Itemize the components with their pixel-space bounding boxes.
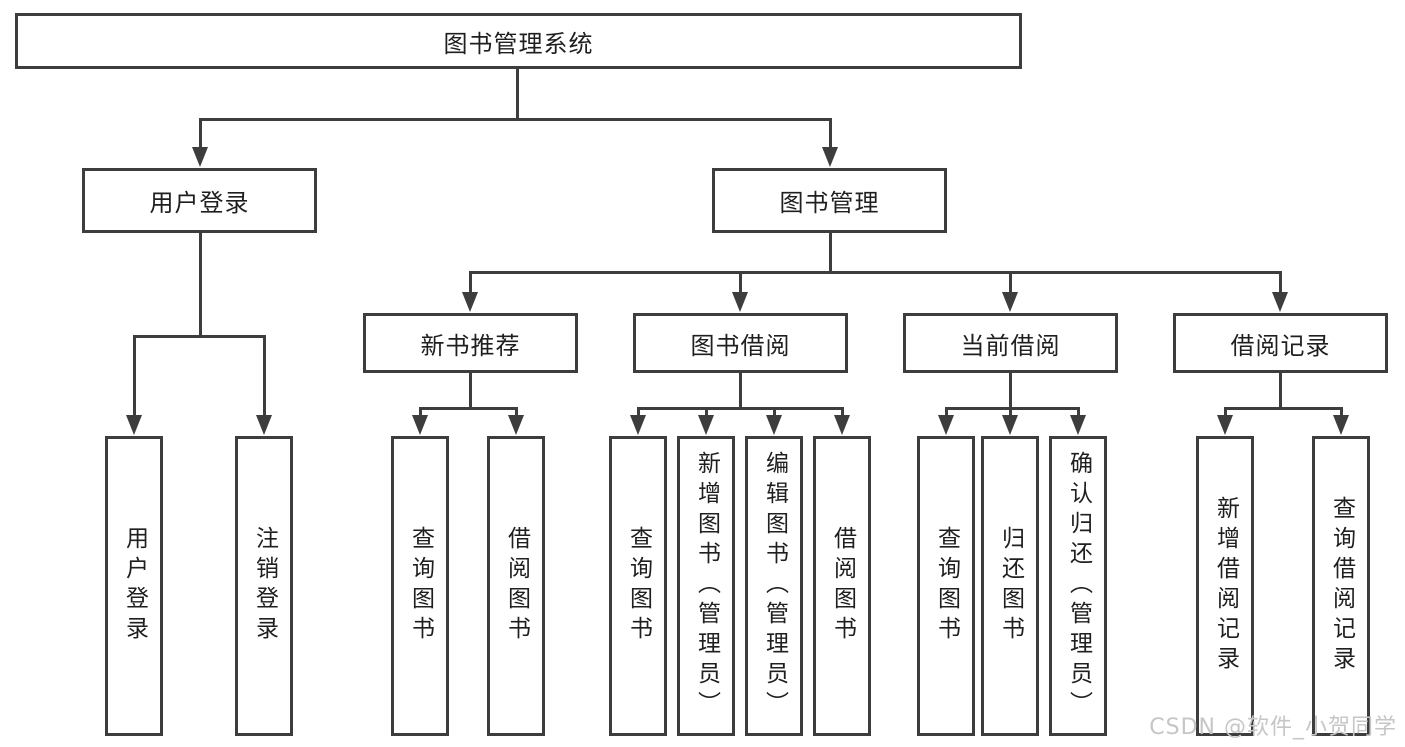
connector-arrow-shaft [829,119,832,151]
connector-arrow-shaft [773,408,776,419]
leaf-add-book-admin: 新增图书（管理员） [677,436,735,736]
connector-vline [1009,373,1012,409]
leaf-edit-book-admin: 编辑图书（管理员） [745,436,803,736]
connector-arrow-shaft [739,272,742,296]
node-root-label: 图书管理系统 [443,29,594,58]
arrow-down-icon [1217,415,1233,435]
arrow-down-icon [834,415,850,435]
leaf-label: 编辑图书（管理员） [761,451,788,721]
connector-arrow-shaft [945,408,948,419]
leaf-label: 归还图书 [997,526,1024,646]
connector-arrow-shaft [133,336,136,419]
node-book-management: 图书管理 [712,168,947,233]
leaf-label: 查询图书 [933,526,960,646]
node-book-management-label: 图书管理 [779,189,880,217]
connector-vline [469,373,472,409]
arrow-down-icon [508,415,524,435]
leaf-borrow-books: 借阅图书 [813,436,871,736]
connector-hline [133,335,266,338]
connector-vline [739,373,742,409]
leaf-label: 新增图书（管理员） [693,451,720,721]
node-new-book-recommend-label: 新书推荐 [420,331,521,360]
node-book-borrow: 图书借阅 [633,313,848,373]
node-book-borrow-label: 图书借阅 [690,331,791,360]
arrow-down-icon [462,292,478,312]
leaf-logout-login: 注销登录 [235,436,293,736]
connector-hline [945,407,1080,410]
node-new-book-recommend: 新书推荐 [363,313,578,373]
connector-hline [1224,407,1343,410]
connector-arrow-shaft [1340,408,1343,419]
arrow-down-icon [1002,292,1018,312]
leaf-label: 查询图书 [625,526,652,646]
connector-vline [516,69,519,119]
arrow-down-icon [1070,415,1086,435]
arrow-down-icon [822,147,838,167]
connector-arrow-shaft [515,408,518,419]
connector-arrow-shaft [469,272,472,296]
connector-arrow-shaft [841,408,844,419]
leaf-add-borrow-record: 新增借阅记录 [1196,436,1254,736]
leaf-borrow-books-recommend: 借阅图书 [487,436,545,736]
leaf-label: 用户登录 [121,526,148,646]
connector-arrow-shaft [1009,408,1012,419]
connector-arrow-shaft [199,119,202,151]
leaf-label: 借阅图书 [503,526,530,646]
arrow-down-icon [192,147,208,167]
arrow-down-icon [698,415,714,435]
arrow-down-icon [256,415,272,435]
connector-arrow-shaft [705,408,708,419]
csdn-watermark: CSDN @软件_小贺同学 [1149,715,1397,740]
leaf-label: 注销登录 [251,526,278,646]
connector-hline [637,407,844,410]
leaf-label: 查询借阅记录 [1328,496,1355,676]
connector-vline [829,233,832,272]
arrow-down-icon [1272,292,1288,312]
connector-arrow-shaft [263,336,266,419]
connector-arrow-shaft [637,408,640,419]
leaf-label: 查询图书 [407,526,434,646]
connector-arrow-shaft [1009,272,1012,296]
leaf-query-books-current: 查询图书 [917,436,975,736]
connector-vline [199,233,202,336]
leaf-query-books-borrow: 查询图书 [609,436,667,736]
arrow-down-icon [1002,415,1018,435]
arrow-down-icon [732,292,748,312]
leaf-query-books-recommend: 查询图书 [391,436,449,736]
connector-hline [469,271,1282,274]
connector-arrow-shaft [419,408,422,419]
arrow-down-icon [938,415,954,435]
connector-arrow-shaft [1224,408,1227,419]
leaf-confirm-return-admin: 确认归还（管理员） [1049,436,1107,736]
arrow-down-icon [1333,415,1349,435]
leaf-user-login: 用户登录 [105,436,163,736]
arrow-down-icon [412,415,428,435]
node-current-borrow-label: 当前借阅 [960,331,1061,360]
arrow-down-icon [126,415,142,435]
connector-arrow-shaft [1077,408,1080,419]
connector-arrow-shaft [1279,272,1282,296]
node-user-login-label: 用户登录 [149,189,250,217]
leaf-return-book: 归还图书 [981,436,1039,736]
node-borrow-records: 借阅记录 [1173,313,1388,373]
node-current-borrow: 当前借阅 [903,313,1118,373]
connector-hline [419,407,518,410]
node-user-login: 用户登录 [82,168,317,233]
connector-vline [1279,373,1282,409]
node-borrow-records-label: 借阅记录 [1230,331,1331,360]
arrow-down-icon [766,415,782,435]
node-root: 图书管理系统 [15,13,1022,69]
leaf-query-borrow-record: 查询借阅记录 [1312,436,1370,736]
leaf-label: 确认归还（管理员） [1065,451,1092,721]
connector-hline [199,118,832,121]
leaf-label: 借阅图书 [829,526,856,646]
arrow-down-icon [630,415,646,435]
leaf-label: 新增借阅记录 [1212,496,1239,676]
